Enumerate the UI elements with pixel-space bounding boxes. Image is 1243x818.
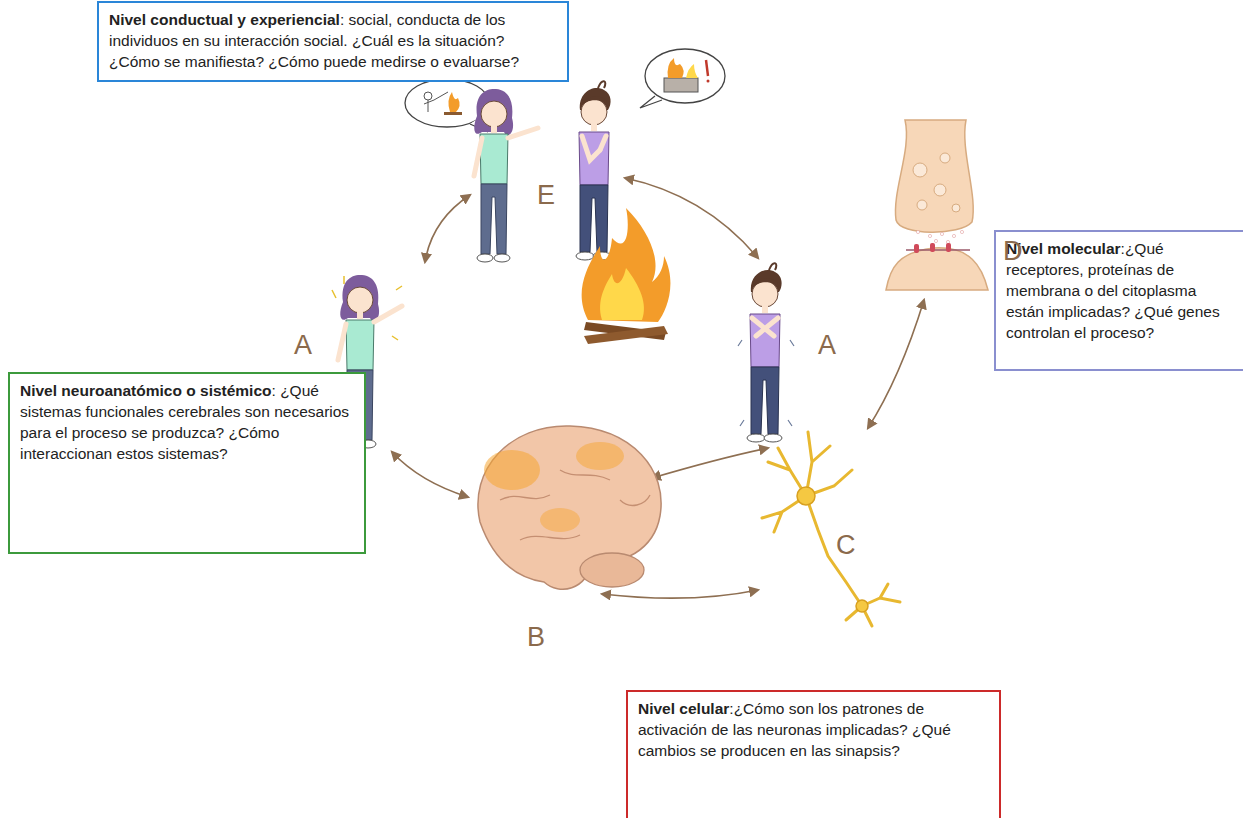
level-box: Nivel celular:¿Cómo son los patrones de … bbox=[626, 690, 1001, 818]
shiver bbox=[738, 340, 794, 426]
part-letter: A bbox=[294, 330, 312, 360]
box-heading: Nivel celular bbox=[638, 700, 729, 717]
neuron bbox=[762, 432, 900, 626]
person-figure bbox=[474, 89, 513, 262]
part-letter: E bbox=[537, 180, 555, 210]
box-heading: Nivel molecular bbox=[1006, 240, 1121, 257]
campfire bbox=[582, 208, 671, 344]
box-heading: Nivel conductual y experiencial bbox=[109, 11, 340, 28]
person-figure bbox=[747, 263, 782, 442]
level-box: Nivel neuroanatómico o sistémico: ¿Qué s… bbox=[8, 372, 366, 554]
level-box: Nivel conductual y experiencial: social,… bbox=[97, 1, 569, 82]
brain bbox=[478, 426, 661, 589]
cycle-arrows bbox=[392, 178, 924, 598]
part-letter: C bbox=[836, 530, 856, 560]
part-letter: A bbox=[818, 330, 836, 360]
level-box: Nivel molecular:¿Qué receptores, proteín… bbox=[994, 230, 1243, 371]
part-letter: B bbox=[527, 622, 545, 652]
speech-bubble bbox=[640, 49, 725, 108]
synapse bbox=[886, 120, 988, 290]
part-letter: D bbox=[1003, 236, 1023, 266]
sparkle bbox=[332, 276, 402, 340]
box-heading: Nivel neuroanatómico o sistémico bbox=[20, 382, 272, 399]
person-figure bbox=[576, 81, 611, 260]
